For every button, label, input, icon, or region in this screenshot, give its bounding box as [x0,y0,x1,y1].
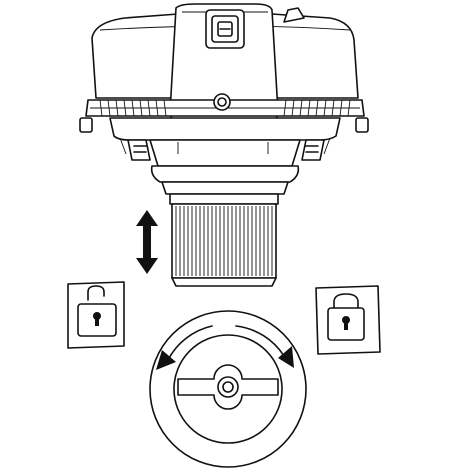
latch-clip-left [119,137,151,161]
filter-base-top-view [149,310,307,468]
counterclockwise-arrow-icon [156,325,213,370]
filter-pleats [175,206,273,276]
vacuum-motor-head [79,3,369,195]
vent-slats-left [99,99,167,117]
lock-panel [315,285,381,355]
unlocked-padlock-icon [77,285,117,337]
center-screw-icon [213,93,231,111]
carry-handle [205,9,245,49]
locked-padlock-icon [327,293,365,341]
cartridge-filter [169,193,279,287]
latch-clip-right [301,137,331,161]
up-down-arrow-icon [136,210,158,274]
vent-slats-right [283,99,351,117]
clockwise-arrow-icon [235,325,294,368]
unlock-panel [67,281,125,349]
top-knob [283,7,305,23]
